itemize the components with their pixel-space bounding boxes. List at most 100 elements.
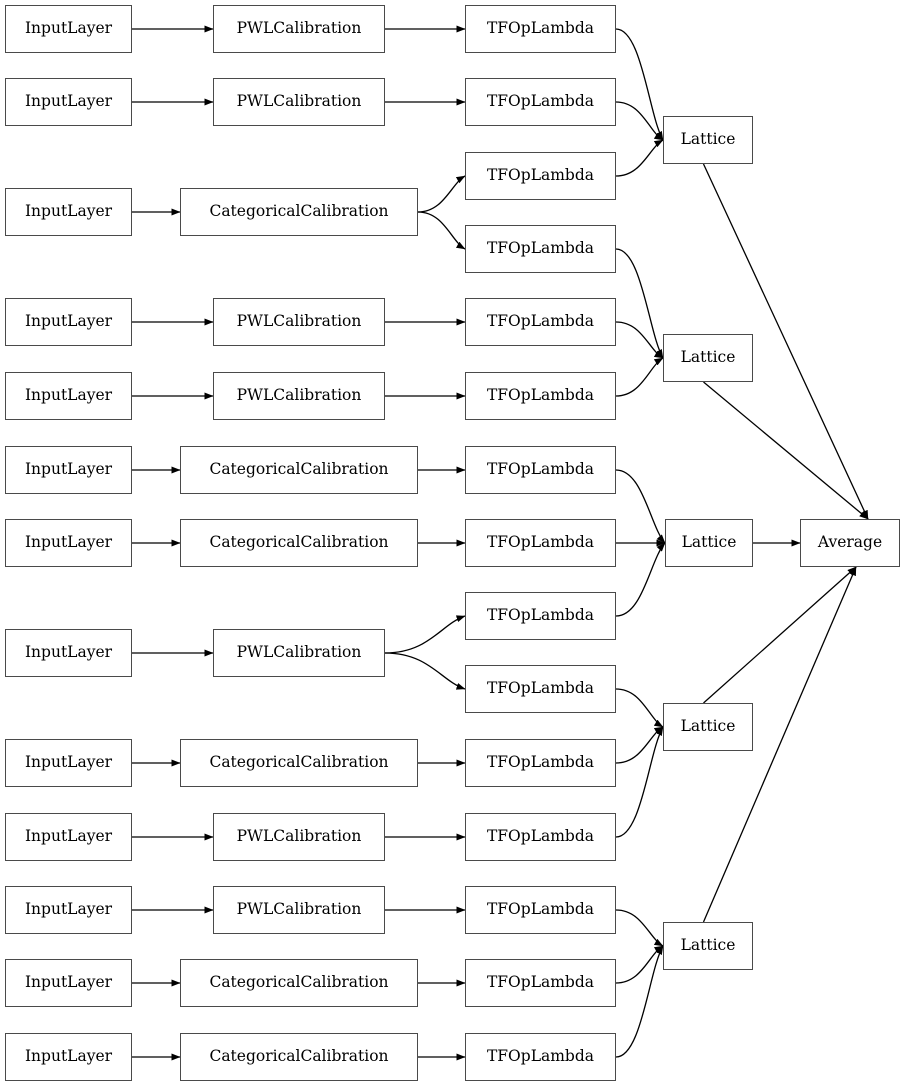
node-cal5[interactable]: PWLCalibration [213, 372, 385, 420]
node-label: PWLCalibration [236, 386, 362, 405]
node-in1[interactable]: InputLayer [5, 5, 132, 53]
edge-op10-to-lat4 [615, 688, 664, 728]
node-label: TFOpLambda [486, 312, 595, 331]
node-op8[interactable]: TFOpLambda [465, 519, 616, 567]
edge-op1-to-lat1 [615, 28, 664, 141]
node-op6[interactable]: TFOpLambda [465, 372, 616, 420]
node-op9[interactable]: TFOpLambda [465, 592, 616, 640]
node-op15[interactable]: TFOpLambda [465, 1033, 616, 1081]
node-label: Lattice [680, 936, 736, 955]
node-label: InputLayer [24, 533, 113, 552]
node-label: TFOpLambda [486, 19, 595, 38]
node-label: InputLayer [24, 202, 113, 221]
node-in2[interactable]: InputLayer [5, 78, 132, 126]
node-cal12[interactable]: CategoricalCalibration [180, 959, 418, 1007]
node-cal8[interactable]: PWLCalibration [213, 629, 385, 677]
node-cal4[interactable]: PWLCalibration [213, 298, 385, 346]
edge-cal8-to-op10 [384, 652, 466, 690]
node-label: TFOpLambda [486, 1047, 595, 1066]
node-cal7[interactable]: CategoricalCalibration [180, 519, 418, 567]
node-op1[interactable]: TFOpLambda [465, 5, 616, 53]
node-cal10[interactable]: PWLCalibration [213, 813, 385, 861]
node-in4[interactable]: InputLayer [5, 298, 132, 346]
node-in7[interactable]: InputLayer [5, 519, 132, 567]
node-label: TFOpLambda [486, 166, 595, 185]
node-label: CategoricalCalibration [209, 460, 389, 479]
edge-op7-to-lat3 [615, 469, 666, 544]
edge-op3-to-lat1 [615, 139, 664, 177]
node-in9[interactable]: InputLayer [5, 739, 132, 787]
node-label: TFOpLambda [486, 606, 595, 625]
node-op11[interactable]: TFOpLambda [465, 739, 616, 787]
edge-op12-to-lat4 [615, 726, 664, 838]
edge-lat4-to-avg [703, 566, 857, 704]
node-in13[interactable]: InputLayer [5, 1033, 132, 1081]
edge-op4-to-lat2 [615, 248, 664, 359]
node-label: TFOpLambda [486, 533, 595, 552]
node-cal1[interactable]: PWLCalibration [213, 5, 385, 53]
node-avg[interactable]: Average [800, 519, 900, 567]
node-label: CategoricalCalibration [209, 202, 389, 221]
node-label: TFOpLambda [486, 386, 595, 405]
node-label: PWLCalibration [236, 900, 362, 919]
node-cal6[interactable]: CategoricalCalibration [180, 446, 418, 494]
node-label: InputLayer [24, 973, 113, 992]
node-op3[interactable]: TFOpLambda [465, 152, 616, 200]
edge-op15-to-lat5 [615, 945, 664, 1058]
node-op10[interactable]: TFOpLambda [465, 665, 616, 713]
edge-cal8-to-op9 [384, 615, 466, 654]
node-op7[interactable]: TFOpLambda [465, 446, 616, 494]
edge-lat2-to-avg [703, 381, 869, 520]
node-op13[interactable]: TFOpLambda [465, 886, 616, 934]
node-label: InputLayer [24, 753, 113, 772]
node-in6[interactable]: InputLayer [5, 446, 132, 494]
node-label: Lattice [681, 533, 737, 552]
node-label: TFOpLambda [486, 973, 595, 992]
node-op14[interactable]: TFOpLambda [465, 959, 616, 1007]
node-label: Lattice [680, 717, 736, 736]
node-label: TFOpLambda [486, 827, 595, 846]
node-op4[interactable]: TFOpLambda [465, 225, 616, 273]
node-label: PWLCalibration [236, 643, 362, 662]
node-cal11[interactable]: PWLCalibration [213, 886, 385, 934]
node-in10[interactable]: InputLayer [5, 813, 132, 861]
node-label: InputLayer [24, 1047, 113, 1066]
node-cal9[interactable]: CategoricalCalibration [180, 739, 418, 787]
node-cal13[interactable]: CategoricalCalibration [180, 1033, 418, 1081]
node-label: PWLCalibration [236, 827, 362, 846]
node-label: PWLCalibration [236, 92, 362, 111]
node-in3[interactable]: InputLayer [5, 188, 132, 236]
node-label: TFOpLambda [486, 460, 595, 479]
node-lat3[interactable]: Lattice [665, 519, 753, 567]
edge-op6-to-lat2 [615, 357, 664, 397]
node-op12[interactable]: TFOpLambda [465, 813, 616, 861]
node-in8[interactable]: InputLayer [5, 629, 132, 677]
node-label: InputLayer [24, 460, 113, 479]
node-label: Average [817, 533, 883, 552]
node-in11[interactable]: InputLayer [5, 886, 132, 934]
node-label: CategoricalCalibration [209, 533, 389, 552]
edge-op2-to-lat1 [615, 101, 664, 141]
node-label: TFOpLambda [486, 92, 595, 111]
node-lat4[interactable]: Lattice [663, 703, 753, 751]
node-op2[interactable]: TFOpLambda [465, 78, 616, 126]
edge-op14-to-lat5 [615, 945, 664, 984]
node-label: InputLayer [24, 827, 113, 846]
edge-op13-to-lat5 [615, 909, 664, 947]
node-label: TFOpLambda [486, 753, 595, 772]
node-label: TFOpLambda [486, 239, 595, 258]
node-label: TFOpLambda [486, 679, 595, 698]
node-label: Lattice [680, 130, 736, 149]
node-cal2[interactable]: PWLCalibration [213, 78, 385, 126]
node-in5[interactable]: InputLayer [5, 372, 132, 420]
node-label: InputLayer [24, 92, 113, 111]
node-label: InputLayer [24, 312, 113, 331]
node-op5[interactable]: TFOpLambda [465, 298, 616, 346]
node-lat2[interactable]: Lattice [663, 334, 753, 382]
node-cal3[interactable]: CategoricalCalibration [180, 188, 418, 236]
node-lat5[interactable]: Lattice [663, 922, 753, 970]
node-lat1[interactable]: Lattice [663, 116, 753, 164]
node-in12[interactable]: InputLayer [5, 959, 132, 1007]
